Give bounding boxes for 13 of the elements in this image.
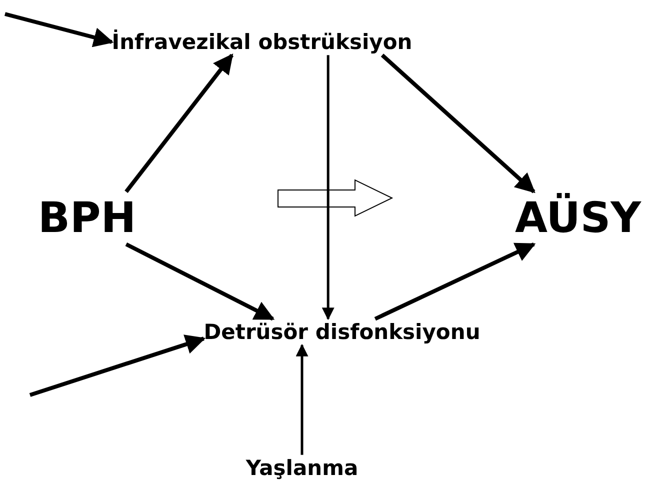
arrow xyxy=(124,54,234,193)
arrow xyxy=(380,54,536,194)
node-label: İnfravezikal obstrüksiyon xyxy=(112,28,412,56)
node-label: Detrüsör disfonksiyonu xyxy=(204,318,480,346)
node-label: Yaşlanma xyxy=(246,454,358,482)
arrow xyxy=(374,242,536,321)
arrow xyxy=(29,334,206,397)
node-label: AÜSY xyxy=(515,192,641,244)
arrow xyxy=(4,12,114,48)
arrow xyxy=(296,344,308,455)
arrow xyxy=(322,55,334,320)
node-label: BPH xyxy=(38,192,136,244)
arrow xyxy=(125,242,275,321)
